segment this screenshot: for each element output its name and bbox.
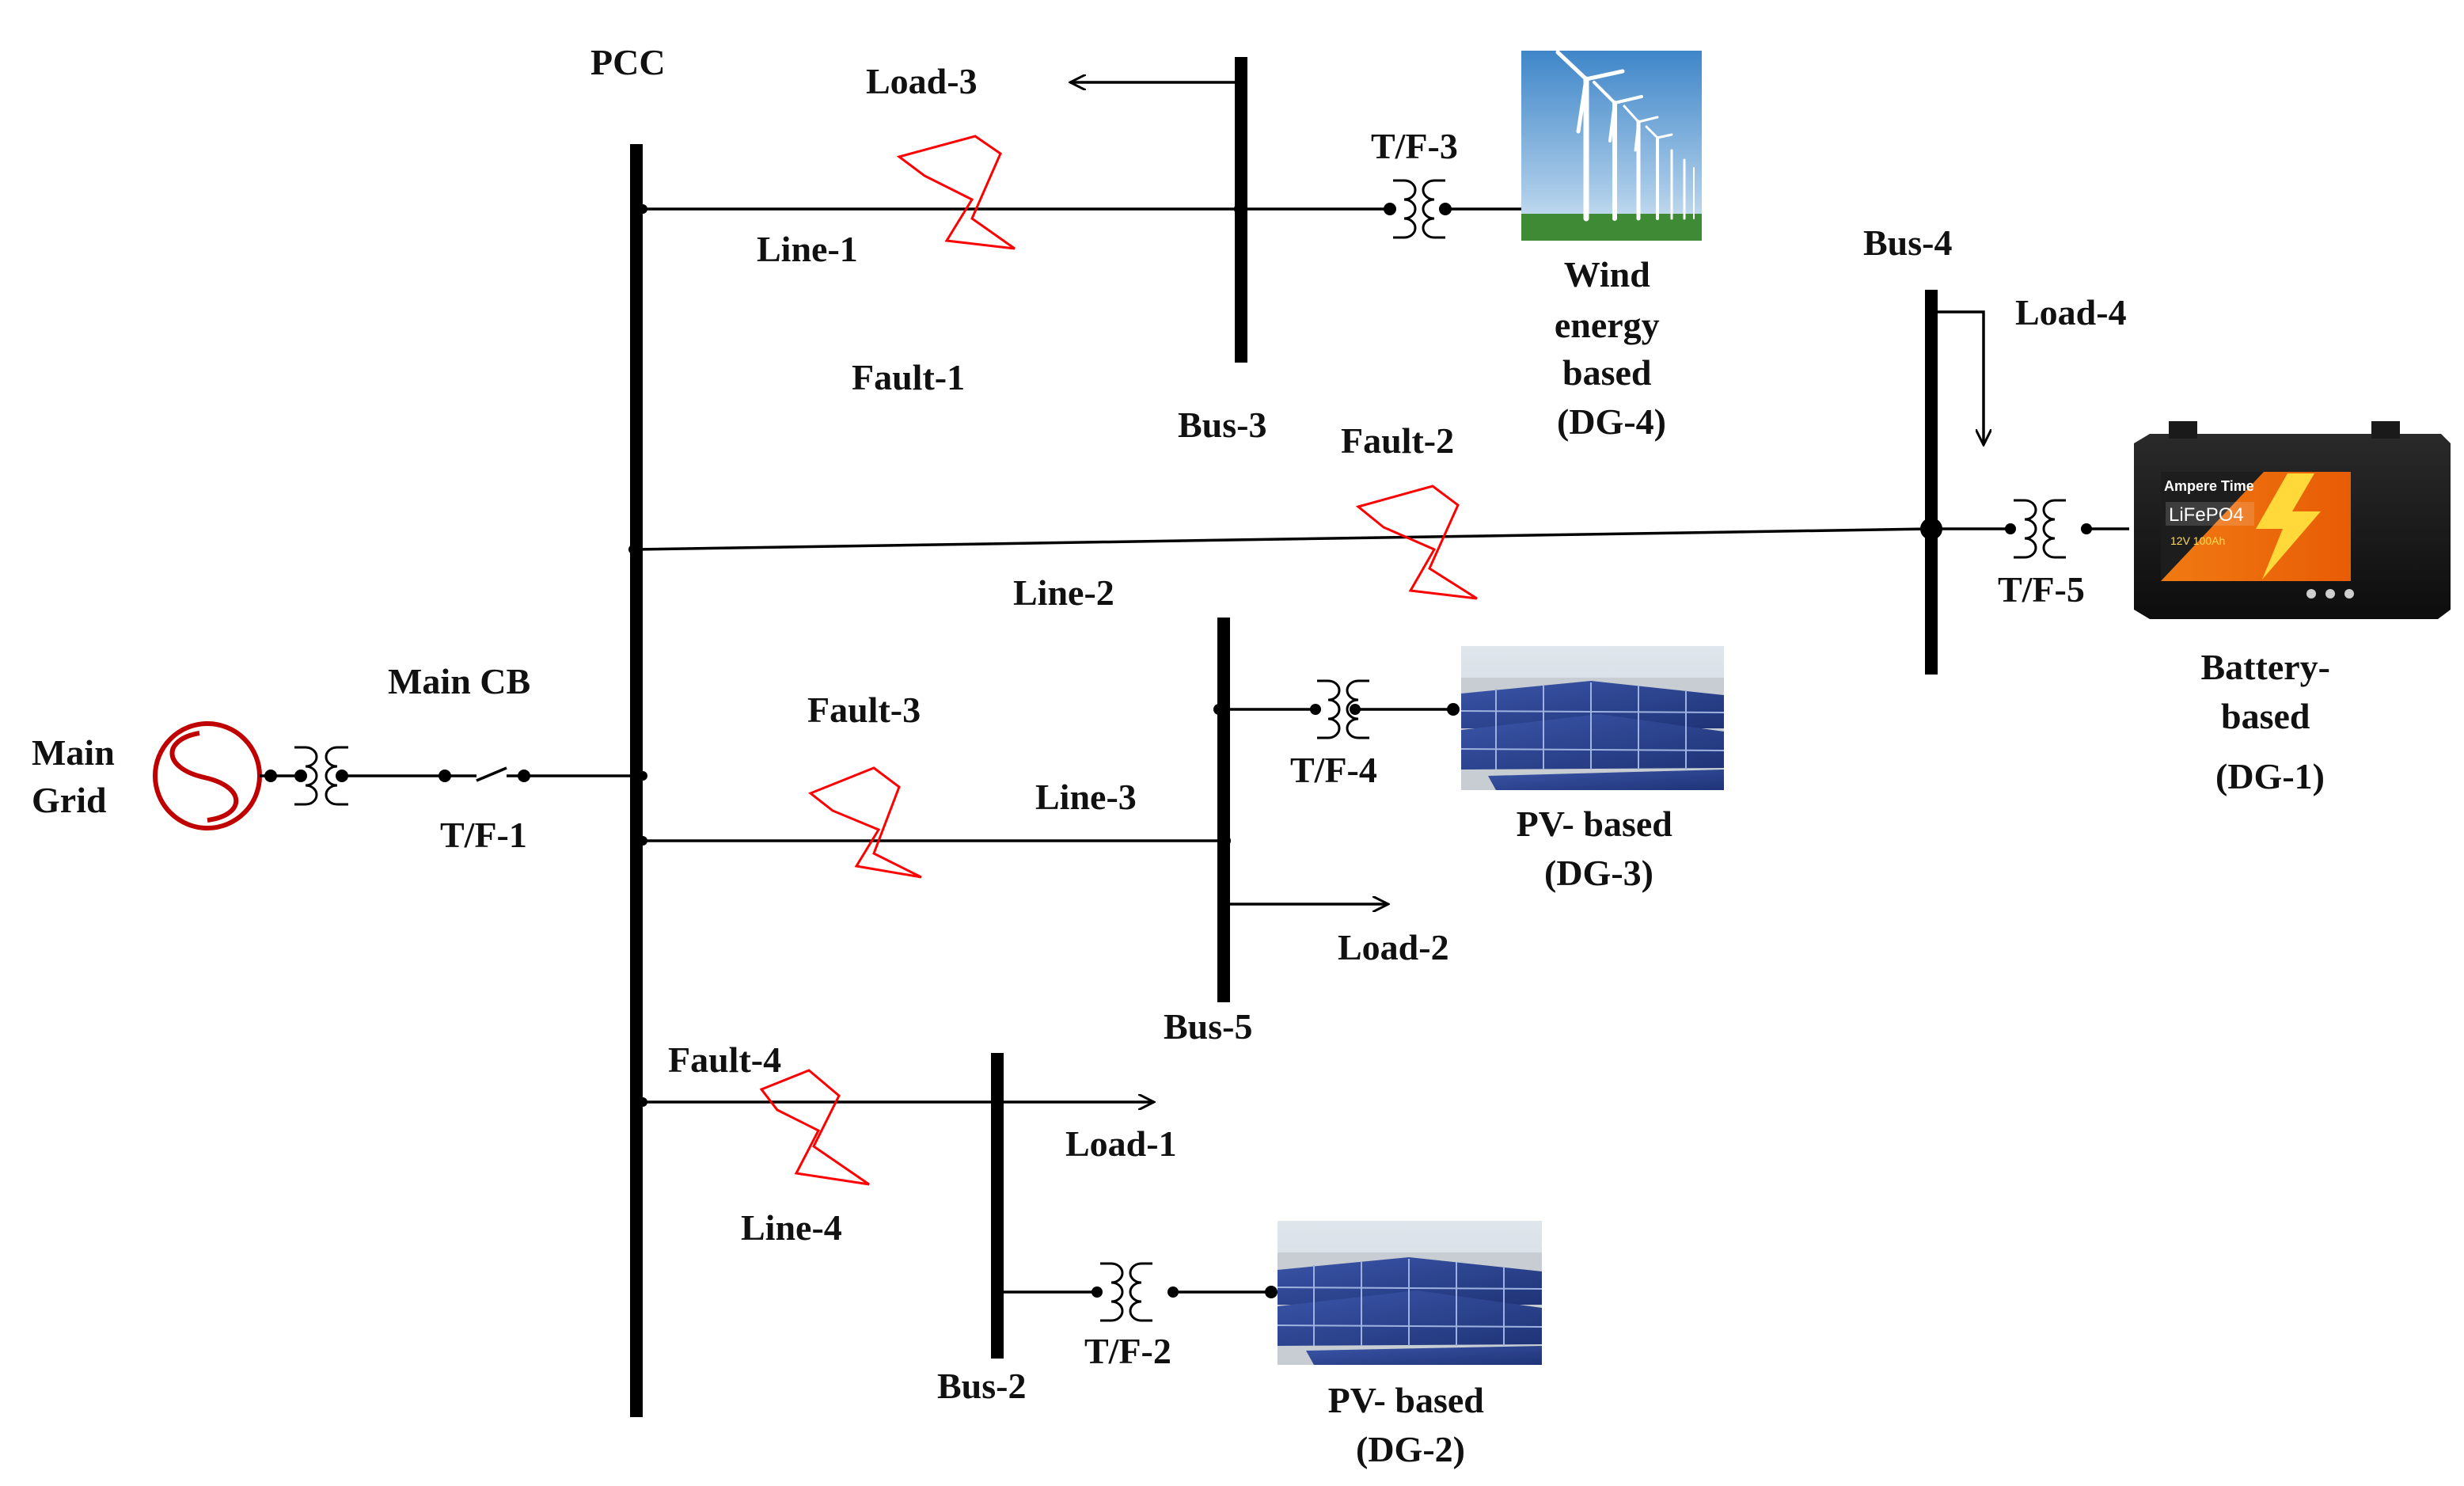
dg3-label-line1: PV- based [1517,804,1673,844]
fault1-label: Fault-1 [852,357,965,397]
dg4-label-line4: (DG-4) [1557,401,1666,442]
dg1-label-line1: Battery- [2201,647,2330,687]
line4-label: Line-4 [741,1207,842,1248]
dg3-label: PV- based (DG-3) [1517,804,1682,893]
tf3-transformer-icon [1384,179,1452,239]
main-grid-label-line2: Grid [32,780,107,820]
dg4-label: Wind energy based (DG-4) [1555,254,1669,442]
pv3-solar-panel-image [1460,646,1725,790]
bus5-label: Bus-5 [1164,1006,1252,1047]
dg1-label: Battery- based (DG-1) [2201,647,2340,796]
dg3-label-line2: (DG-3) [1544,853,1653,893]
bus2-label: Bus-2 [937,1366,1026,1406]
tf5-transformer-icon [2005,499,2092,559]
battery-brand-text: Ampere Time [2164,478,2254,494]
line1-label: Line-1 [757,229,858,269]
pv2-solar-panel-image [1277,1221,1543,1365]
load4-arrow [1931,310,1984,445]
dg1-label-line2: based [2221,696,2310,736]
dg2-label: PV- based (DG-2) [1328,1380,1494,1469]
fault2-label: Fault-2 [1341,420,1454,461]
main-grid-label-line1: Main [32,732,115,773]
fault4-label: Fault-4 [668,1039,781,1080]
tf2-transformer-icon [1092,1262,1179,1322]
fault3-lightning-icon [808,766,922,879]
load1-label: Load-1 [1065,1123,1177,1164]
tf4-transformer-icon [1310,679,1369,739]
battery-image: Ampere Time LiFePO4 12V 100Ah [2134,421,2451,619]
pcc-junction-dots [628,203,1942,1107]
grid-node-dot [264,770,277,782]
battery-chem-text: LiFePO4 [2169,504,2244,526]
wind-turbine-image [1521,50,1702,241]
tf5-label: T/F-5 [1998,569,2085,610]
main-cb-breaker-icon [439,766,530,782]
line3-label: Line-3 [1035,777,1137,817]
bus3-label: Bus-3 [1178,405,1266,445]
load4-label: Load-4 [2015,292,2127,333]
pcc-label: PCC [590,42,666,82]
dg1-label-line3: (DG-1) [2215,756,2325,796]
dg4-label-line1: Wind [1564,254,1651,295]
main-cb-label: Main CB [388,661,530,701]
main-grid-label: Main Grid [32,732,123,820]
tf4-label: T/F-4 [1290,750,1377,790]
tf2-label: T/F-2 [1084,1331,1171,1371]
bus4-label: Bus-4 [1863,222,1952,263]
line2-label: Line-2 [1013,572,1114,613]
tf1-label: T/F-1 [440,815,527,855]
dg4-label-line2: energy [1555,305,1660,345]
pv3-node-dot [1447,703,1460,716]
dg2-label-line1: PV- based [1328,1380,1485,1420]
battery-rating-text: 12V 100Ah [2170,534,2225,547]
fault3-label: Fault-3 [807,690,921,730]
fault2-lightning-icon [1355,485,1478,600]
tf3-label: T/F-3 [1371,126,1458,166]
dg2-label-line2: (DG-2) [1356,1429,1465,1469]
load3-label: Load-3 [866,61,978,101]
pv2-node-dot [1265,1286,1278,1298]
main-grid-source-icon [153,721,262,830]
load2-label: Load-2 [1338,927,1449,967]
fault1-lightning-icon [896,135,1016,250]
fault4-lightning-icon [759,1069,870,1186]
line2-wire [636,527,1932,551]
dg4-label-line3: based [1562,352,1652,393]
tf1-transformer-icon [294,746,348,806]
